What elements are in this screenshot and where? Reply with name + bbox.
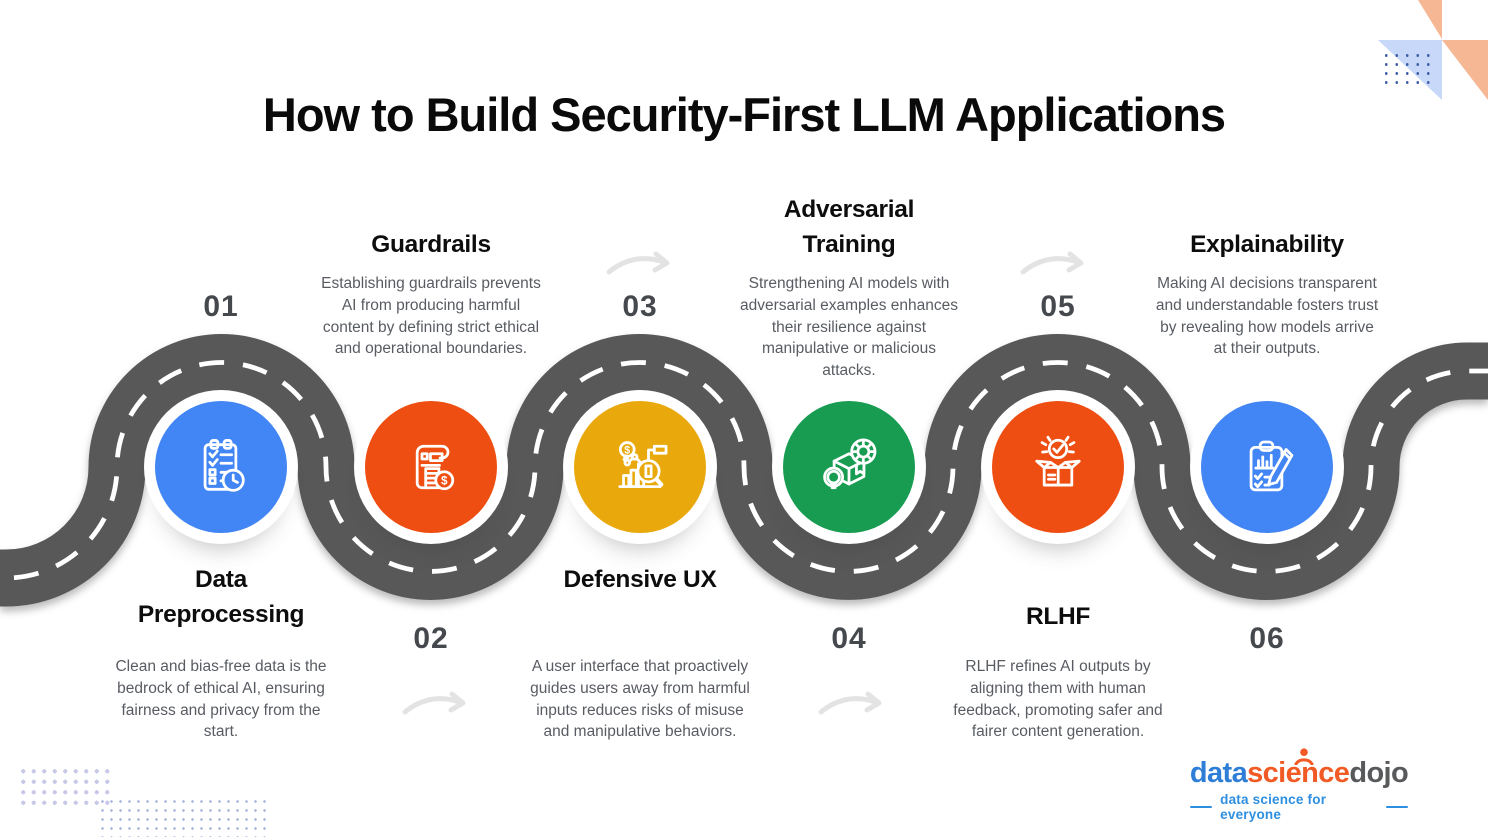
flow-arrow-icon: [606, 251, 670, 275]
step-04-description: Strengthening AI models with adversarial…: [740, 275, 958, 380]
dot-grid-decoration: [98, 797, 270, 837]
step-06-circle: [1201, 401, 1333, 533]
svg-text:$: $: [624, 445, 630, 457]
report-pencil-icon: [1249, 440, 1294, 492]
dot-grid-decoration: [18, 766, 110, 808]
flow-arrow-icon: [818, 691, 882, 715]
logo-tagline: data science for everyone: [1220, 792, 1327, 822]
page-title: How to Build Security-First LLM Applicat…: [262, 88, 1226, 142]
step-06-number: 06: [1249, 622, 1285, 655]
step-05-description: RLHF refines AI outputs by aligning them…: [953, 658, 1163, 741]
policy-scroll-icon: $: [415, 444, 455, 491]
logo-person-icon: [1294, 748, 1314, 765]
step-03-circle: $: [574, 401, 706, 533]
step-05-title: RLHF: [1025, 603, 1091, 630]
logo-word-dojo: dojo: [1349, 757, 1409, 789]
step-05-circle: [992, 401, 1124, 533]
peach-triangle: [1418, 0, 1442, 39]
step-02-title: Guardrails: [371, 231, 491, 258]
step-03-description: A user interface that proactively guides…: [530, 658, 750, 741]
tagline-dash: [1385, 805, 1408, 809]
step-03-title: Defensive UX: [563, 566, 717, 593]
dot-grid-decoration: [1381, 51, 1435, 87]
step-01-title: Data Preprocessing: [137, 566, 305, 628]
step-01-circle: [155, 401, 287, 533]
step-04-circle: [783, 401, 915, 533]
step-02-circle: $: [365, 401, 497, 533]
logo-word-data: data: [1189, 757, 1248, 789]
road-center-line: [0, 360, 1488, 581]
step-02-number: 02: [413, 622, 449, 655]
package-gear-icon: [823, 438, 877, 490]
step-04-title: Adversarial Training: [783, 196, 915, 258]
checklist-clock-icon: [203, 439, 245, 492]
analytics-magnifier-icon: $: [618, 441, 668, 489]
peach-triangle: [1442, 40, 1488, 100]
step-02-description: Establishing guardrails prevents AI from…: [321, 275, 541, 358]
step-03-number: 03: [622, 290, 658, 323]
flow-arrow-icon: [1020, 251, 1084, 275]
logo-tagline-row: data science for everyone: [1190, 792, 1408, 822]
step-01-description: Clean and bias-free data is the bedrock …: [115, 658, 327, 741]
open-box-check-icon: [1035, 435, 1081, 487]
step-05-number: 05: [1040, 290, 1076, 323]
step-06-title: Explainability: [1190, 231, 1344, 258]
step-06-description: Making AI decisions transparent and unde…: [1155, 275, 1379, 358]
flow-arrow-icon: [402, 691, 466, 715]
tagline-dash: [1190, 805, 1213, 809]
svg-text:$: $: [441, 475, 448, 488]
step-04-number: 04: [831, 622, 867, 655]
step-01-number: 01: [203, 290, 239, 323]
